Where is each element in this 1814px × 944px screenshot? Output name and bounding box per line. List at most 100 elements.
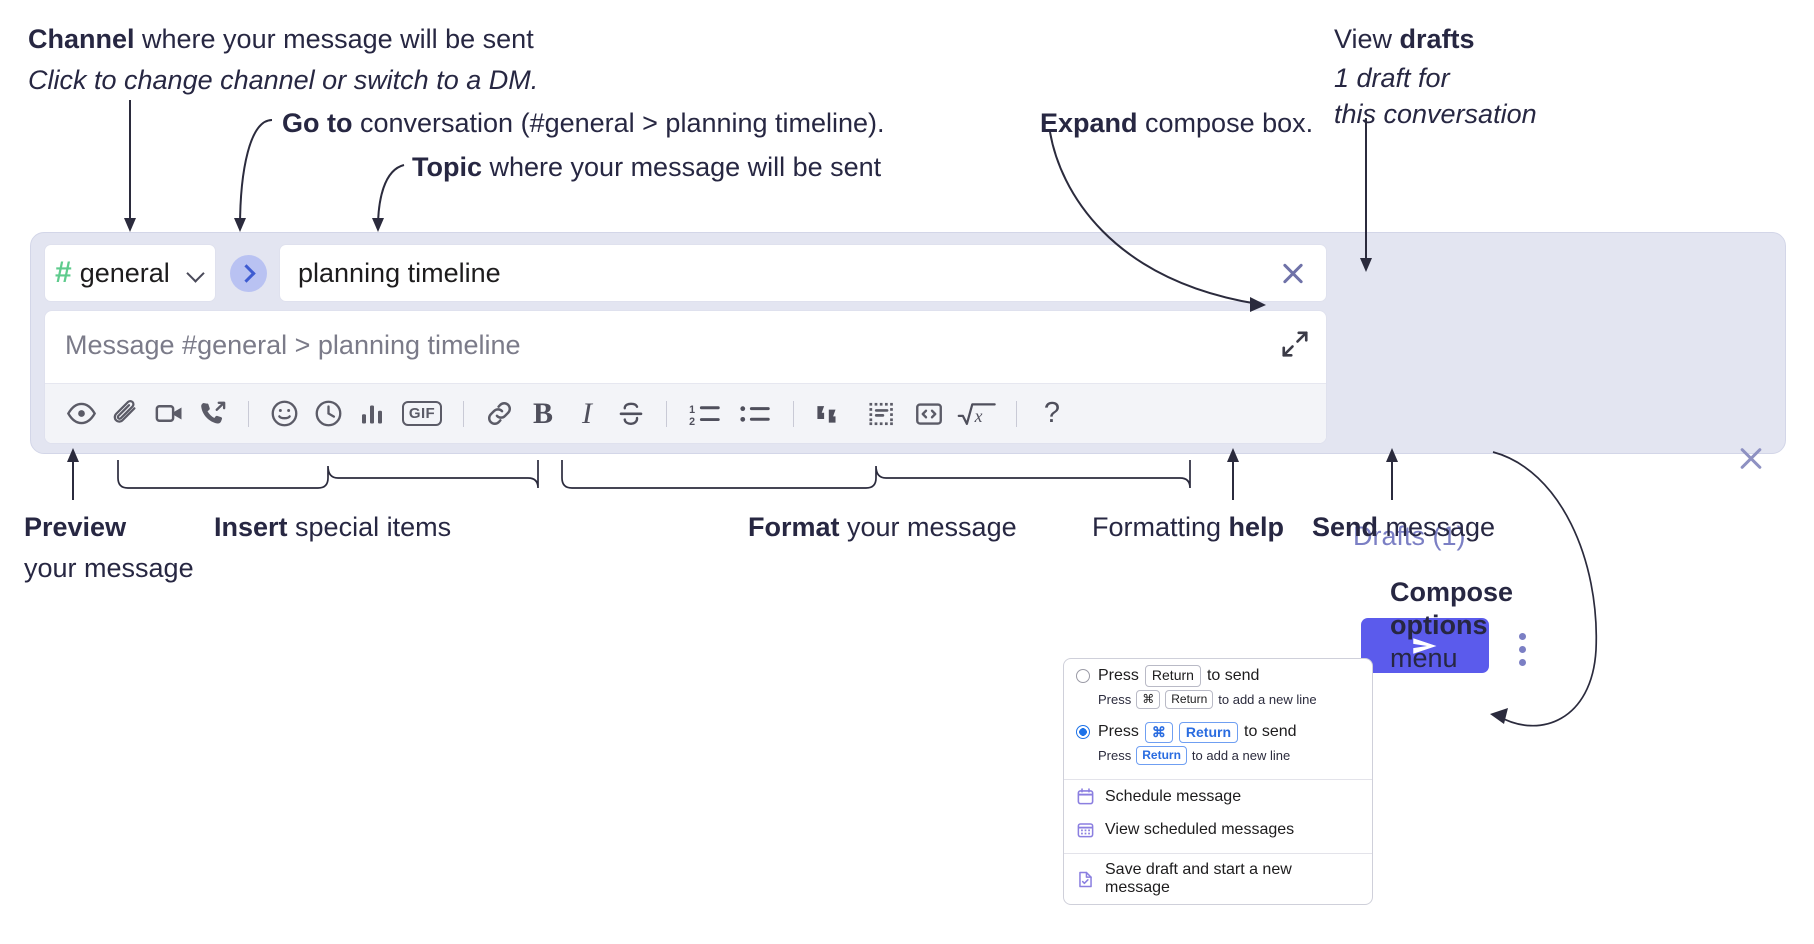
- calendar-grid-icon: [1077, 823, 1094, 838]
- annotation-compose-options-bold1: Compose: [1390, 577, 1514, 607]
- key-return: Return: [1178, 721, 1239, 743]
- emoji-icon[interactable]: [264, 394, 304, 434]
- goto-conversation-button[interactable]: [230, 255, 267, 292]
- compose-options-button[interactable]: [1510, 629, 1534, 669]
- annotation-help-lead: Formatting: [1092, 512, 1229, 542]
- topic-field[interactable]: planning timeline: [279, 244, 1327, 302]
- menu-item-save-draft[interactable]: Save draft and start a new message: [1064, 854, 1372, 904]
- chevron-down-icon: [187, 264, 205, 282]
- bulleted-list-icon[interactable]: [732, 394, 778, 434]
- math-icon[interactable]: x: [953, 394, 1001, 434]
- menu-item-view-scheduled-messages[interactable]: View scheduled messages: [1064, 813, 1372, 846]
- expand-icon[interactable]: [1280, 329, 1310, 359]
- annotation-insert-bold: Insert: [214, 512, 288, 542]
- annotation-channel-italic: Click to change channel or switch to a D…: [28, 64, 539, 95]
- save-draft-icon: [1079, 871, 1092, 887]
- menu-item-label: Schedule message: [1105, 787, 1242, 805]
- hash-icon: #: [55, 256, 72, 289]
- annotation-drafts: View drafts 1 draft for this conversatio…: [1334, 22, 1537, 132]
- toolbar-divider: [1016, 400, 1017, 427]
- leader-goto: [239, 119, 273, 229]
- annotation-preview-rest: your message: [24, 552, 194, 583]
- topic-value: planning timeline: [298, 257, 501, 288]
- close-icon[interactable]: [1736, 443, 1766, 473]
- attachment-icon[interactable]: [105, 394, 145, 434]
- bold-icon[interactable]: B: [523, 394, 563, 434]
- radio-selected-icon[interactable]: [1076, 725, 1090, 740]
- close-icon[interactable]: [1278, 258, 1308, 288]
- strikethrough-icon[interactable]: [611, 394, 651, 434]
- brace-format: [561, 460, 1191, 489]
- blockquote-icon[interactable]: [809, 394, 857, 434]
- option2-tail: to send: [1244, 723, 1297, 741]
- key-return: Return: [1144, 665, 1201, 687]
- annotation-drafts-italic2: this conversation: [1334, 99, 1537, 130]
- option1-sub-tail: to add a new line: [1218, 691, 1317, 707]
- toolbar-divider: [793, 400, 794, 427]
- menu-option-cmd-return-to-send[interactable]: Press ⌘ Return to send: [1064, 716, 1372, 746]
- option1-sub-press: Press: [1098, 691, 1132, 707]
- key-return: Return: [1165, 689, 1214, 709]
- message-placeholder: Message #general > planning timeline: [65, 330, 521, 360]
- annotation-insert-rest: special items: [287, 512, 452, 542]
- svg-text:2: 2: [689, 415, 695, 427]
- annotation-insert: Insert special items: [214, 510, 451, 545]
- preview-icon[interactable]: [61, 394, 101, 434]
- send-button[interactable]: [1361, 618, 1489, 673]
- kebab-dot: [1518, 645, 1526, 653]
- annotation-preview-bold: Preview: [24, 512, 127, 542]
- reminder-clock-icon[interactable]: [308, 394, 348, 434]
- option1-tail: to send: [1206, 666, 1260, 684]
- ordered-list-icon[interactable]: 1 2: [682, 394, 728, 434]
- kebab-dot: [1518, 658, 1526, 666]
- toolbar-divider: [463, 400, 464, 427]
- annotation-goto-rest: conversation (#general > planning timeli…: [352, 108, 885, 138]
- drafts-link[interactable]: Drafts (1): [1353, 521, 1466, 551]
- annotation-channel: Channel where your message will be sent …: [28, 22, 538, 97]
- gif-label: GIF: [401, 401, 443, 426]
- key-command: ⌘: [1144, 721, 1173, 743]
- italic-icon[interactable]: I: [567, 394, 607, 434]
- bold-label: B: [532, 396, 553, 430]
- annotation-compose-options-bold2: options: [1390, 609, 1488, 640]
- audio-call-icon[interactable]: [193, 394, 233, 434]
- annotation-goto: Go to conversation (#general > planning …: [282, 106, 885, 141]
- annotation-send: Send message: [1312, 510, 1495, 545]
- compose-options-menu: Press Return to send Press ⌘ Return to a…: [1063, 658, 1373, 905]
- menu-item-schedule-message[interactable]: Schedule message: [1064, 780, 1372, 813]
- toolbar-divider: [248, 400, 249, 427]
- menu-option-return-to-send[interactable]: Press Return to send: [1064, 659, 1372, 689]
- option2-subtext: Press Return to add a new line: [1064, 745, 1372, 772]
- option1-press: Press: [1098, 666, 1139, 684]
- link-icon[interactable]: [479, 394, 519, 434]
- italic-label: I: [582, 396, 592, 430]
- option2-sub-tail: to add a new line: [1191, 748, 1291, 763]
- annotation-topic-bold: Topic: [412, 152, 482, 182]
- compose-header-row: # general planning timeline: [44, 244, 1327, 302]
- help-icon[interactable]: ?: [1032, 394, 1072, 434]
- menu-divider: [1064, 853, 1372, 854]
- annotation-compose-options: Compose options menu: [1390, 576, 1513, 675]
- radio-unselected-icon[interactable]: [1076, 668, 1090, 683]
- gif-icon[interactable]: GIF: [396, 394, 448, 434]
- channel-select[interactable]: # general: [44, 244, 216, 302]
- annotation-channel-bold: Channel: [28, 24, 135, 54]
- annotation-expand-rest: compose box.: [1137, 108, 1314, 138]
- message-input-box[interactable]: Message #general > planning timeline: [44, 310, 1327, 444]
- toolbar-divider: [666, 400, 667, 427]
- video-icon[interactable]: [149, 394, 189, 434]
- poll-bar-chart-icon[interactable]: [352, 394, 392, 434]
- annotation-compose-options-rest: menu: [1390, 642, 1458, 673]
- paper-plane-icon: [1413, 637, 1437, 654]
- annotation-send-rest: message: [1378, 512, 1496, 542]
- annotation-help-bold: help: [1228, 512, 1285, 542]
- annotation-channel-rest: where your message will be sent: [134, 24, 534, 54]
- svg-text:1: 1: [689, 403, 695, 415]
- annotation-drafts-italic1: 1 draft for: [1334, 62, 1450, 93]
- code-icon[interactable]: [909, 394, 949, 434]
- annotation-topic: Topic where your message will be sent: [412, 150, 881, 185]
- leader-channel-arrow: [124, 218, 136, 232]
- annotation-expand-bold: Expand: [1040, 108, 1138, 138]
- leader-goto-arrow: [234, 218, 246, 232]
- code-block-icon[interactable]: [861, 394, 905, 434]
